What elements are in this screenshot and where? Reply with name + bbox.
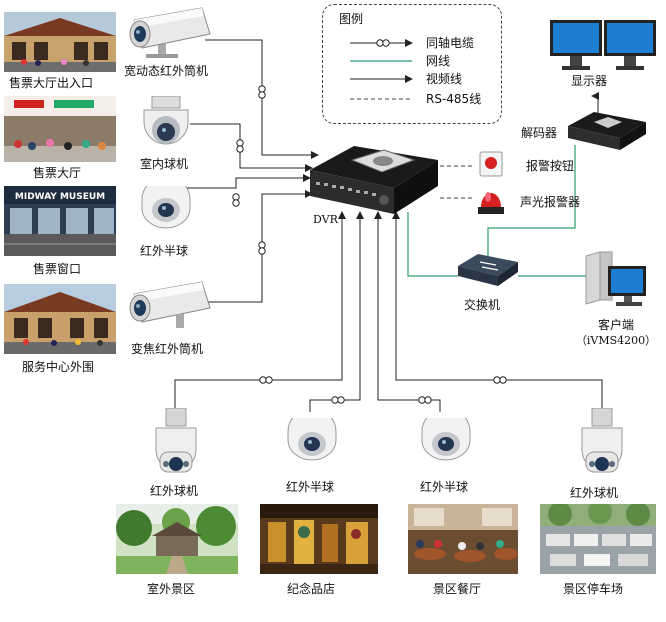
photo-ticket-hall-entrance bbox=[4, 12, 116, 72]
label-scene-service-center: 服务中心外围 bbox=[22, 360, 95, 374]
alarm-button-icon bbox=[479, 151, 503, 177]
legend-label-rs485: RS-485线 bbox=[426, 92, 482, 106]
label-scene-parking: 景区停车场 bbox=[563, 582, 624, 596]
label-scene-ticket-hall-entrance: 售票大厅出入口 bbox=[9, 76, 94, 90]
photo-parking-lot bbox=[540, 504, 656, 574]
half-dome-camera-icon-2 bbox=[287, 418, 337, 461]
zoom-bullet-camera-icon bbox=[129, 281, 211, 328]
label-bottom-camera-2: 红外半球 bbox=[286, 480, 335, 494]
dvr-device-icon bbox=[310, 146, 438, 214]
photo-ticket-hall bbox=[4, 96, 116, 162]
label-bottom-camera-4: 红外球机 bbox=[570, 486, 619, 500]
siren-icon bbox=[478, 192, 504, 214]
photo-service-center bbox=[4, 284, 116, 354]
half-dome-camera-icon-3 bbox=[421, 418, 471, 461]
legend-label-network: 网线 bbox=[426, 54, 451, 68]
ptz-dome-camera-icon bbox=[155, 408, 197, 473]
left-camera-links bbox=[180, 39, 319, 303]
half-dome-camera-icon bbox=[141, 186, 191, 229]
photo-ticket-window: MIDWAY MUSEUM bbox=[4, 186, 116, 256]
label-bottom-camera-1: 红外球机 bbox=[150, 484, 199, 498]
label-scene-outdoor: 室外景区 bbox=[147, 582, 196, 596]
label-camera-wide-dynamic: 宽动态红外筒机 bbox=[124, 64, 209, 78]
label-client-software: （iVMS4200） bbox=[575, 334, 657, 347]
label-siren: 声光报警器 bbox=[520, 195, 581, 209]
label-scene-ticket-window: 售票窗口 bbox=[33, 262, 82, 276]
legend-label-coax: 同轴电缆 bbox=[426, 36, 475, 50]
sign-midway-museum: MIDWAY MUSEUM bbox=[15, 192, 105, 202]
legend-symbols bbox=[350, 39, 413, 100]
legend-title: 图例 bbox=[339, 12, 364, 26]
label-decoder: 解码器 bbox=[521, 126, 558, 140]
label-client: 客户端 bbox=[597, 318, 635, 332]
client-pc-icon bbox=[585, 251, 646, 306]
network-switch-icon bbox=[458, 254, 518, 286]
label-scene-restaurant: 景区餐厅 bbox=[433, 582, 482, 596]
label-camera-zoom-bullet: 变焦红外筒机 bbox=[131, 342, 204, 356]
label-switch: 交换机 bbox=[464, 298, 501, 312]
label-camera-indoor-speed-dome: 室内球机 bbox=[140, 157, 189, 171]
bullet-camera-icon bbox=[129, 7, 211, 58]
label-scene-souvenir: 纪念品店 bbox=[287, 582, 336, 596]
label-scene-ticket-hall: 售票大厅 bbox=[33, 166, 82, 180]
decoder-icon bbox=[568, 112, 646, 150]
photo-souvenir-shop bbox=[260, 504, 378, 574]
label-dvr: DVR bbox=[313, 213, 338, 226]
legend-box bbox=[322, 4, 502, 124]
rs485-links bbox=[440, 165, 472, 199]
label-alarm-button: 报警按钮 bbox=[526, 159, 575, 173]
monitor-icon bbox=[550, 20, 656, 70]
photo-restaurant bbox=[408, 504, 518, 574]
photo-outdoor-scenic bbox=[116, 504, 238, 574]
label-monitor: 显示器 bbox=[571, 74, 608, 88]
label-bottom-camera-3: 红外半球 bbox=[420, 480, 469, 494]
legend-label-video: 视频线 bbox=[426, 72, 463, 86]
dome-camera-icon bbox=[143, 96, 189, 145]
ptz-dome-camera-icon-2 bbox=[581, 408, 623, 473]
bottom-camera-links bbox=[174, 211, 603, 412]
label-camera-infrared-half-dome: 红外半球 bbox=[140, 244, 189, 258]
